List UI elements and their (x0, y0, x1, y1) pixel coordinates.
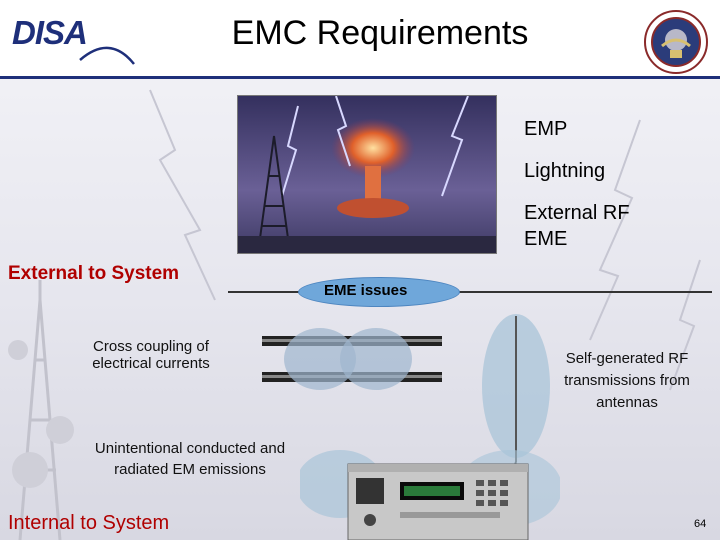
unintentional-emissions-text: Unintentional conducted and radiated EM … (94, 440, 286, 478)
header-bar (0, 0, 720, 76)
logo-text: DISA (12, 14, 88, 51)
section-rule-left (228, 291, 300, 293)
eme-issues-label: EME issues (324, 282, 408, 299)
threat-list: EMP Lightning External RF EME (524, 108, 674, 252)
header-divider (0, 76, 720, 79)
logo-swoosh-icon (79, 46, 135, 65)
page-number: 64 (694, 518, 707, 530)
threat-item-emp: EMP (524, 118, 568, 140)
dod-seal-icon (644, 10, 708, 74)
self-generated-text: Self-generated RF transmissions from ant… (564, 350, 690, 411)
cable-coupling-illustration (262, 328, 442, 390)
emp-lightning-photo (237, 95, 497, 254)
eme-issues-badge (298, 277, 460, 307)
section-rule-right (456, 291, 712, 293)
external-to-system-label: External to System (8, 263, 180, 284)
page-title: EMC Requirements (231, 14, 529, 52)
internal-to-system-label: Internal to System (8, 512, 170, 534)
equipment-unit-illustration (300, 450, 560, 540)
disa-logo: DISA (10, 14, 140, 66)
cross-coupling-text: Cross coupling of electrical currents (92, 338, 210, 372)
threat-item-external-rf-eme: External RF EME (524, 202, 630, 250)
threat-item-lightning: Lightning (524, 160, 606, 182)
